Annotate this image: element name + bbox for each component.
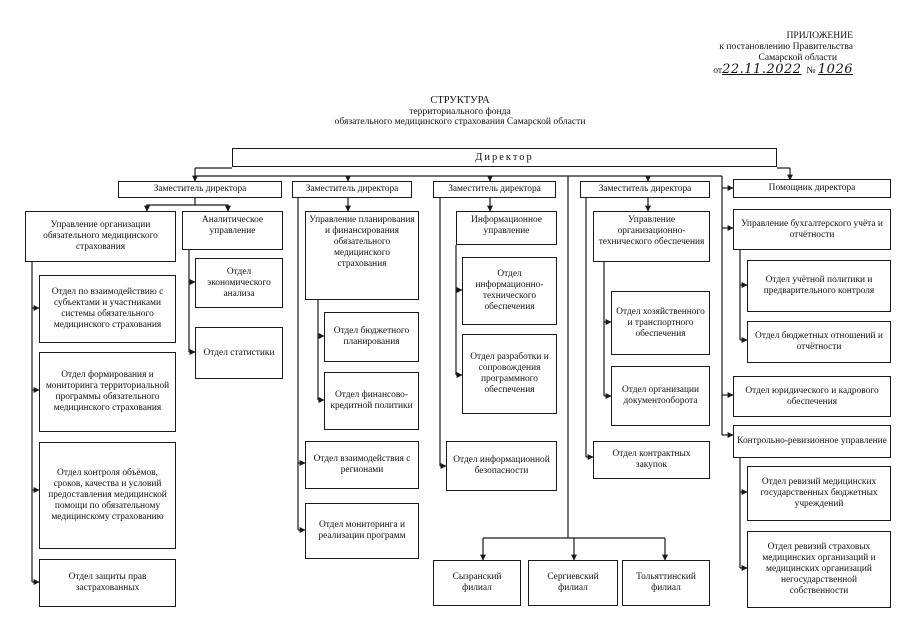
dept-label: Отдел учётной политики и предварительног… [763,275,875,296]
deputy-director-2: Заместитель директора [292,181,412,198]
assistant-director: Помощник директора [733,179,891,198]
unit-label: Управление организационно-технического о… [598,215,705,247]
dept-label: Отдел информационной безопасности [453,455,550,476]
dept-box: Отдел контроля объёмов, сроков, качества… [39,442,176,549]
dept-label: Отдел защиты прав застрахованных [68,572,147,593]
dept-label: Отдел по взаимодействию с субъектами и у… [51,287,164,330]
dept-box: Отдел защиты прав застрахованных [39,559,176,607]
dept-box: Отдел мониторинга и реализации программ [305,503,419,559]
dept-box: Отдел хозяйственного и транспортного обе… [611,291,710,355]
deputy-director-3: Заместитель директора [433,181,556,198]
audit-head: Контрольно-ревизионное управление [733,425,891,458]
dept-box: Отдел взаимодействия с регионами [305,441,419,489]
planning-head: Управление планирования и финансирования… [305,211,419,300]
dept-label: Отдел формирования и мониторинга террито… [45,370,170,413]
assistant-label: Помощник директора [768,183,856,193]
dept-box: Отдел бюджетного планирования [324,312,419,362]
deputy-director-1: Заместитель директора [118,181,282,198]
dept-label: Отдел разработки и сопровождения програм… [470,352,549,395]
date-prefix: от [713,65,723,76]
unit-label: Информационное управление [471,215,542,236]
dept-label: Отдел взаимодействия с регионами [313,454,411,475]
dept-label: Отдел контрактных закупок [612,449,691,470]
dept-label: Отдел хозяйственного и транспортного обе… [616,306,705,339]
dept-box: Отдел финансово-кредитной политики [324,372,419,430]
unit-label: Контрольно-ревизионное управление [737,436,887,446]
dept-box: Отдел экономического анализа [195,258,283,308]
appendix-label: ПРИЛОЖЕНИЕ [786,30,853,41]
dept-box: Отдел ревизий страховых медицинских орга… [747,531,891,608]
unit-label: Управление планирования и финансирования… [309,215,415,269]
dept-label: Отдел организации документооборота [621,385,700,406]
branch-box: Сызранский филиал [433,560,521,606]
dept-box: Отдел по взаимодействию с субъектами и у… [39,275,176,343]
dept-label: Отдел информационно-технического обеспеч… [475,269,544,312]
accounting-head: Управление бухгалтерского учёта и отчётн… [733,209,891,250]
deputy-director-4: Заместитель директора [580,181,710,198]
chart-title: СТРУКТУРА территориального фонда обязате… [260,95,660,128]
dept-box: Отдел формирования и мониторинга террито… [39,352,176,432]
unit-label: Управление организации обязательного мед… [43,220,158,252]
number-prefix: № [806,65,816,76]
dept-label: Отдел юридического и кадрового обеспечен… [745,385,879,407]
dept-box: Отдел учётной политики и предварительног… [747,260,891,312]
document-header: ПРИЛОЖЕНИЕ к постановлению Правительства… [593,30,853,76]
unit-label: Управление бухгалтерского учёта и отчётн… [741,218,883,240]
dept-label: Отдел бюджетного планирования [333,326,410,347]
deputy-label: Заместитель директора [598,184,692,194]
title-line-2: территориального фонда [409,105,511,117]
date-number-line: от22.11.2022 № 1026 [593,62,853,77]
branch-box: Сергиевский филиал [528,560,618,606]
region-label: Самарской области [758,52,837,63]
dept-label: Отдел контроля объёмов, сроков, качества… [48,468,167,522]
title-line-1: СТРУКТУРА [430,95,490,106]
deputy-label: Заместитель директора [305,184,399,194]
dept-box: Отдел организации документооборота [611,366,710,426]
branch-label: Тольяттинский филиал [636,572,696,593]
info-head: Информационное управление [456,211,557,245]
dept-label: Отдел финансово-кредитной политики [330,390,413,411]
org-management-head: Управление организации обязательного мед… [25,211,176,262]
dept-label: Отдел бюджетных отношений и отчётности [755,331,883,352]
dept-box: Отдел бюджетных отношений и отчётности [747,321,891,363]
branch-label: Сызранский филиал [452,572,502,593]
tech-support-head: Управление организационно-технического о… [593,211,710,262]
dept-box: Отдел информационно-технического обеспеч… [462,257,557,325]
branch-box: Тольяттинский филиал [622,560,710,606]
dept-label: Отдел экономического анализа [207,266,271,299]
analytics-head: Аналитическое управление [182,211,283,250]
dept-box: Отдел разработки и сопровождения програм… [462,334,557,414]
dept-box: Отдел статистики [195,327,283,379]
signature-date: 22.11.2022 [722,62,802,77]
title-line-3: обязательного медицинского страхования С… [334,116,586,127]
director-label: Директор [475,152,534,163]
branch-label: Сергиевский филиал [547,572,599,593]
dept-box: Отдел ревизий медицинских государственны… [747,466,891,521]
dept-box: Отдел информационной безопасности [446,441,557,491]
dept-label: Отдел ревизий страховых медицинских орга… [762,542,876,596]
deputy-label: Заместитель директора [448,184,541,194]
unit-label: Аналитическое управление [201,215,264,236]
director-box: Директор [232,148,777,167]
dept-label: Отдел мониторинга и реализации программ [318,520,406,541]
dept-label: Отдел статистики [203,347,275,358]
dept-box: Отдел контрактных закупок [593,441,710,479]
resolution-label: к постановлению Правительства [719,41,853,52]
dept-box: Отдел юридического и кадрового обеспечен… [733,376,891,417]
deputy-label: Заместитель директора [153,184,247,194]
signature-number: 1026 [817,62,853,77]
dept-label: Отдел ревизий медицинских государственны… [760,477,878,509]
